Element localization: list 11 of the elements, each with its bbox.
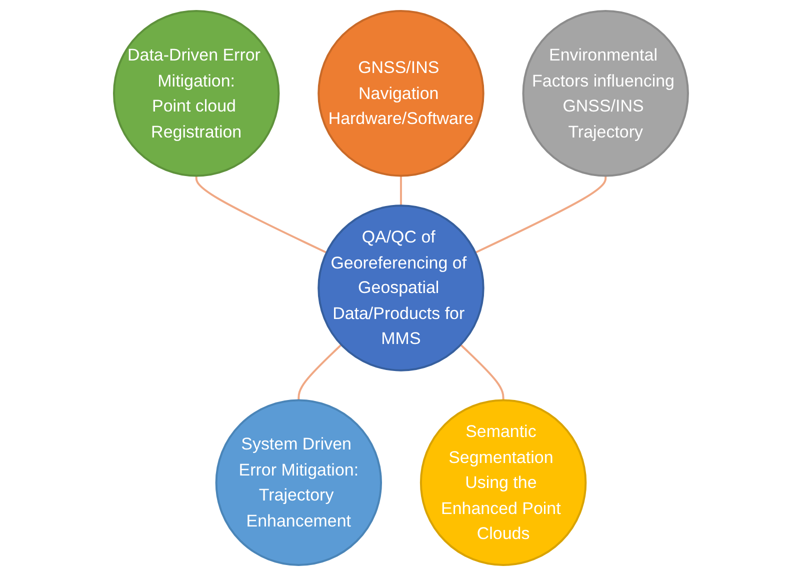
- connector: [400, 175, 402, 206]
- node-circle: Semantic Segmentation Using the Enhanced Point Clouds: [419, 398, 586, 566]
- node-circle: Data-Driven Error Mitigation: Point cloud Registration: [112, 9, 280, 176]
- node-circle: Environmental Factors influencing GNSS/INS Trajectory: [522, 9, 688, 176]
- node-circle: QA/QC of Georeferencing of Geospatial Data/Products for MMS: [317, 204, 484, 371]
- connector: [474, 175, 606, 254]
- connector: [459, 344, 504, 400]
- connector: [297, 344, 342, 400]
- node-circle: GNSS/INS Navigation Hardware/Software: [317, 9, 484, 176]
- node-circle: System Driven Error Mitigation: Trajectory Enhancement: [214, 398, 382, 566]
- connector: [194, 175, 327, 254]
